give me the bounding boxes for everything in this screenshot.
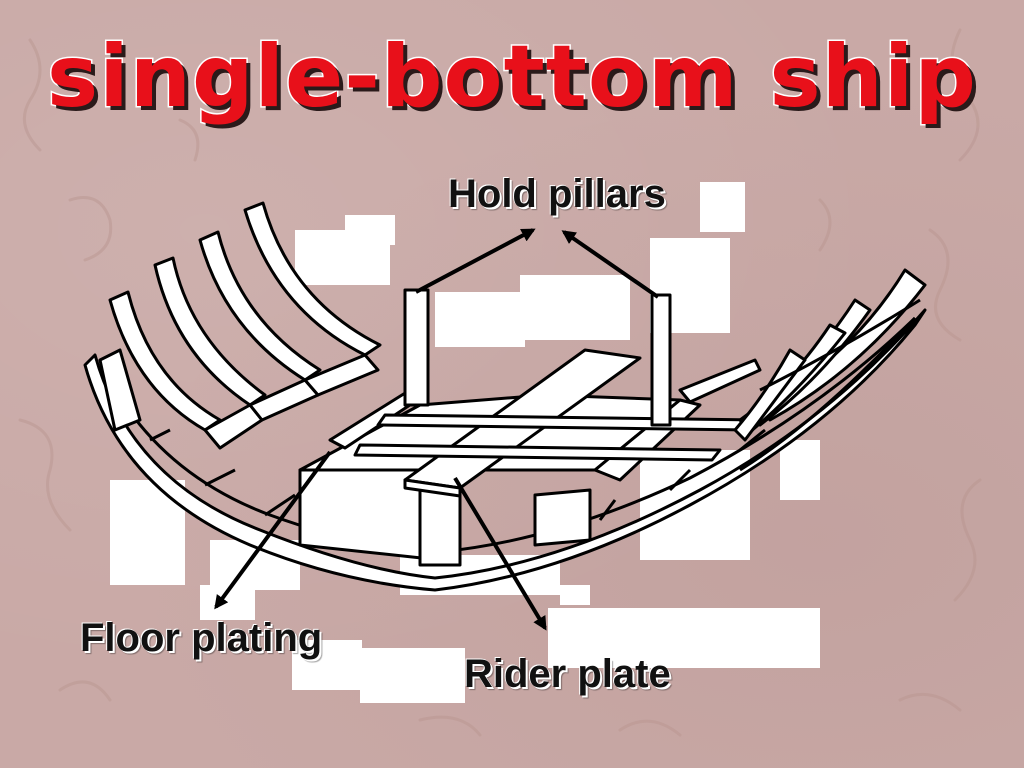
slide-title: single-bottom ship [46, 27, 978, 127]
label-rider-plate: Rider plate [464, 652, 671, 696]
white-highlight-patches [110, 182, 820, 703]
arrow-hold-pillars-left [415, 228, 536, 294]
arrow-rider-plate [453, 476, 547, 631]
hull-shell [83, 308, 927, 592]
label-hold-pillars: Hold pillars [448, 172, 666, 216]
left-frames [108, 201, 382, 432]
arrow-hold-pillars-right [561, 230, 660, 299]
left-floors [98, 348, 380, 450]
arrow-floor-plating [214, 450, 332, 610]
right-frames [733, 268, 927, 442]
label-floor-plating: Floor plating [80, 616, 323, 660]
leader-arrows [214, 228, 660, 631]
right-plating [739, 298, 921, 472]
